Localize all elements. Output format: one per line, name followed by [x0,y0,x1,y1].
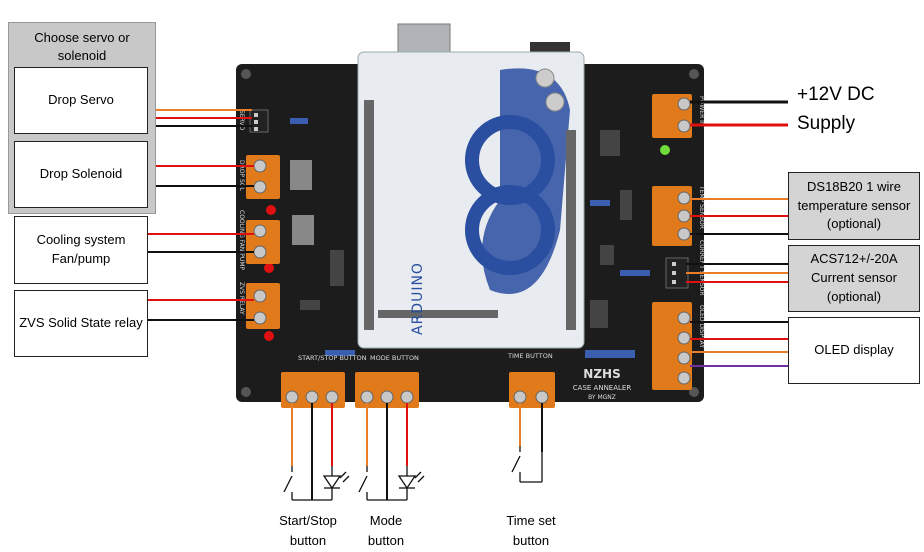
silk-label-time: TIME BUTTON [507,352,553,360]
terminal-block-oled [652,302,692,390]
silk-label-oled: OLED DISPLAY [698,305,705,348]
oled-display-box: OLED display [788,317,920,384]
oled-display-label: OLED display [814,342,894,358]
drop-solenoid-label: Drop Solenoid [39,166,123,182]
silk-label-temp: TEMP SENSOR [698,185,705,229]
silk-label-solenoid: DROP SOL [238,160,245,192]
wires-left [147,109,254,321]
wires-time [519,403,543,452]
wires-right [686,100,788,367]
terminal-block-start-stop [281,372,345,408]
current-sensor-box: ACS712+/-20A Current sensor (optional) [788,245,920,312]
terminal-block-power [652,94,692,138]
silk-label-start-stop: START/STOP BUTTON [298,354,367,362]
current-sensor-label: ACS712+/-20A Current sensor (optional) [810,251,898,304]
zvs-box: ZVS Solid State relay [14,290,148,357]
terminal-block-fan [246,220,280,264]
silk-label-power: POWER IN [698,96,705,126]
silk-label-zvs: ZVS RELAY [238,282,245,315]
header-pins [364,100,576,330]
terminal-block-mode [355,372,419,408]
mounting-hole [545,92,565,112]
wires-start-stop [291,403,333,500]
start-stop-switch-symbol [283,466,350,501]
drop-solenoid-box: Drop Solenoid [14,141,148,208]
wires-mode [366,403,408,500]
silk-author: BY MGNZ [588,394,616,401]
red-led [266,205,276,215]
cooling-box: Cooling system Fan/pump [14,216,148,284]
silk-label-servo: SERVO [238,110,245,130]
time-switch-symbol [511,446,543,483]
supply-voltage-label: +12V DC [797,84,875,105]
silk-label-fan: COOLING FAN/PUMP [238,210,245,270]
mounting-hole [689,387,699,397]
zvs-label: ZVS Solid State relay [19,315,143,331]
mounting-hole [241,69,251,79]
terminal-block-time [509,372,555,408]
silk-label-current: CURRENT SENSOR [698,240,705,296]
time-set-caption: Time set button [506,513,556,549]
arduino-text: ARDUINO [410,262,426,335]
terminal-block-solenoid [246,155,280,199]
pcb-components [290,118,650,358]
arduino-logo-ring [465,115,555,205]
current-header [665,257,689,289]
red-led [264,263,274,273]
group-title: Choose servo or solenoid [34,30,130,63]
drop-servo-label: Drop Servo [48,92,114,108]
mounting-hole [241,387,251,397]
silk-brand: NZHS [583,367,620,381]
green-led [660,145,670,155]
mode-caption: Mode button [367,513,405,549]
terminal-block-zvs [246,283,280,329]
temp-sensor-label: DS18B20 1 wire temperature sensor (optio… [797,178,911,232]
supply-label: Supply [797,113,856,134]
terminal-block-temp [652,186,692,246]
mode-switch-symbol [358,466,425,501]
drop-servo-box: Drop Servo [14,67,148,134]
temp-sensor-box: DS18B20 1 wire temperature sensor (optio… [788,172,920,240]
cooling-label: Cooling system Fan/pump [36,232,126,266]
servo-header [249,109,269,133]
mounting-hole [535,68,555,88]
start-stop-caption: Start/Stop button [279,513,337,549]
red-led [264,331,274,341]
silk-label-mode: MODE BUTTON [370,354,419,362]
mounting-hole [689,69,699,79]
silk-product: CASE ANNEALER [573,384,632,392]
